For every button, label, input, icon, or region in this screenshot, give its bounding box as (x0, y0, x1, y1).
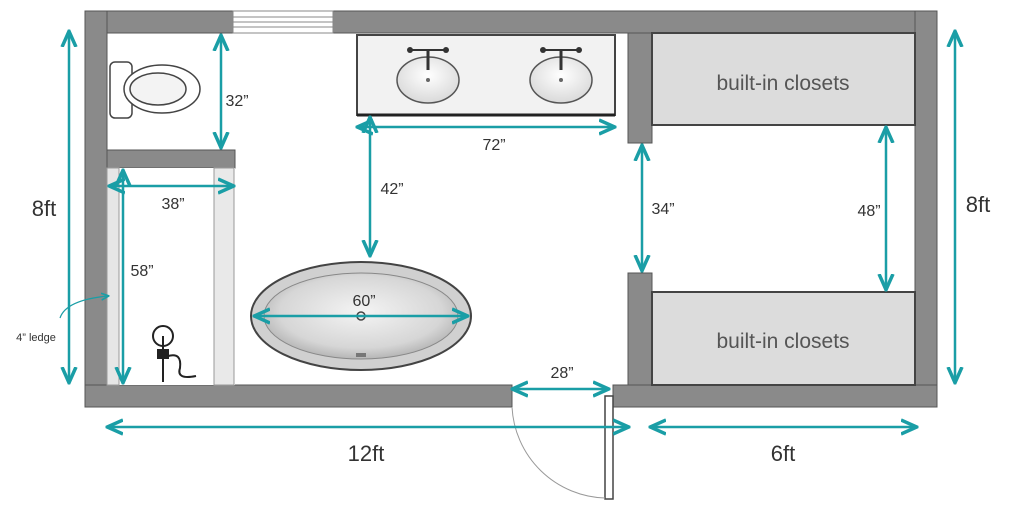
door-swing-arc (511, 406, 606, 499)
tub-faucet-icon (356, 353, 366, 357)
bottom-wall-right (612, 384, 938, 408)
ledge-pointer (59, 296, 108, 319)
room-height-right-label: 8ft (966, 192, 990, 217)
top-wall-right (332, 10, 938, 34)
sink-left-icon (396, 47, 460, 104)
vanity-clearance-label: 42” (380, 181, 403, 198)
closet-aisle-label: 48” (857, 203, 880, 220)
shower-width-label: 38” (161, 196, 184, 213)
ledge-label: 4” ledge (16, 332, 56, 344)
closet-length-label: 6ft (771, 441, 795, 466)
walls (84, 10, 938, 408)
toilet-depth-label: 32” (225, 93, 248, 110)
entry-door (511, 395, 614, 500)
room-height-left-label: 8ft (32, 196, 56, 221)
closet-bottom-label: built-in closets (716, 330, 849, 353)
shower-valve-icon (152, 325, 197, 382)
shower-ledge (106, 167, 120, 386)
toilet (109, 61, 201, 119)
right-wall (914, 10, 938, 408)
partition-wall-lower (627, 272, 653, 386)
passage-width-label: 34” (651, 201, 674, 218)
closet-top: built-in closets (651, 32, 916, 126)
door-width-label: 28” (550, 365, 573, 382)
bottom-wall-left (84, 384, 513, 408)
partition-wall-upper (627, 32, 653, 144)
tub-length-label: 60” (352, 293, 375, 310)
closet-top-label: built-in closets (716, 72, 849, 95)
sink-right-icon (529, 47, 593, 104)
dimension-lines (59, 33, 955, 427)
double-vanity (356, 34, 616, 117)
vanity-width-label: 72” (482, 137, 505, 154)
left-wall (84, 10, 108, 408)
toilet-alcove-wall (106, 149, 236, 169)
bath-length-label: 12ft (348, 441, 385, 466)
window (232, 10, 334, 34)
shower-glass-wall (213, 167, 235, 386)
closet-bottom: built-in closets (651, 291, 916, 386)
shower-length-label: 58” (130, 263, 153, 280)
